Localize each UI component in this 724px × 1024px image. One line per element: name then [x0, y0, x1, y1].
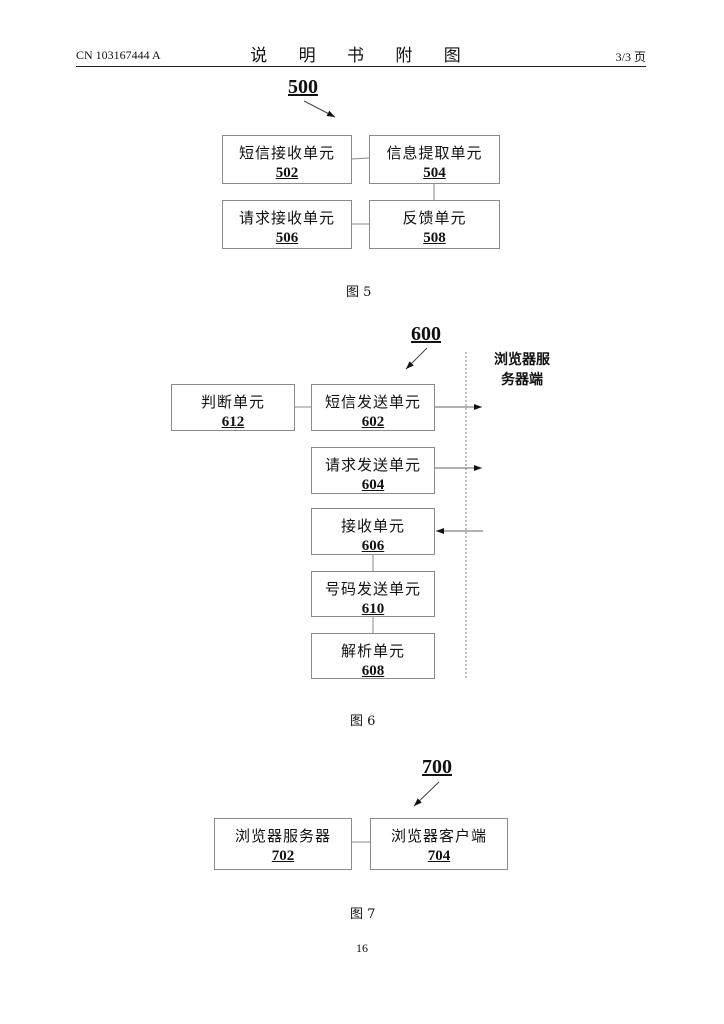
unit-label: 短信发送单元: [324, 393, 421, 411]
unit-number: 506: [275, 230, 299, 246]
unit-number: 502: [275, 165, 299, 181]
server-side-label-line2: 务器端: [501, 372, 543, 388]
server-side-label-line1: 浏览器服: [494, 352, 550, 368]
header-title: 说 明 书 附 图: [250, 46, 474, 66]
fig5-unit-508: 反馈单元 508: [369, 200, 500, 249]
fig6-server-side-label: 浏览器服 务器端: [482, 350, 562, 390]
unit-label: 信息提取单元: [386, 144, 483, 162]
fig6-unit-606: 接收单元 606: [311, 508, 435, 555]
fig7-unit-702: 浏览器服务器 702: [214, 818, 352, 870]
unit-label: 浏览器客户端: [390, 827, 487, 845]
unit-label: 请求接收单元: [238, 209, 335, 227]
fig6-pointer-arrow: [405, 347, 428, 370]
fig6-caption: 图 6: [350, 714, 376, 729]
fig6-unit-604: 请求发送单元 604: [311, 447, 435, 494]
unit-number: 504: [423, 165, 446, 181]
fig6-ref-number: 600: [411, 323, 441, 345]
unit-number: 508: [423, 230, 446, 246]
fig6-unit-602: 短信发送单元 602: [311, 384, 435, 431]
fig5-link-502-504: [351, 157, 370, 160]
unit-number: 702: [271, 848, 295, 864]
fig5-unit-504: 信息提取单元 504: [369, 135, 500, 184]
header-rule: [76, 66, 646, 67]
unit-label: 浏览器服务器: [234, 827, 331, 845]
fig7-pointer-arrow: [413, 781, 440, 807]
unit-number: 604: [361, 477, 385, 493]
fig5-unit-506: 请求接收单元 506: [222, 200, 352, 249]
unit-label: 接收单元: [340, 517, 405, 535]
unit-label: 判断单元: [200, 393, 265, 411]
unit-label: 反馈单元: [402, 209, 467, 227]
fig7-unit-704: 浏览器客户端 704: [370, 818, 508, 870]
fig6-unit-608: 解析单元 608: [311, 633, 435, 679]
unit-label: 短信接收单元: [238, 144, 335, 162]
unit-number: 704: [427, 848, 451, 864]
unit-label: 解析单元: [340, 642, 405, 660]
unit-number: 608: [361, 663, 385, 679]
header-page-info: 3/3 页: [615, 50, 646, 64]
fig5-unit-502: 短信接收单元 502: [222, 135, 352, 184]
unit-number: 606: [361, 538, 385, 554]
fig7-ref-number: 700: [422, 756, 452, 778]
fig5-caption: 图 5: [346, 285, 372, 300]
unit-number: 612: [221, 414, 245, 430]
header-doc-number: CN 103167444 A: [76, 48, 161, 62]
unit-label: 请求发送单元: [324, 456, 421, 474]
unit-label: 号码发送单元: [324, 580, 421, 598]
fig5-pointer-arrow: [303, 100, 336, 118]
fig6-unit-610: 号码发送单元 610: [311, 571, 435, 617]
fig7-caption: 图 7: [350, 907, 376, 922]
fig5-ref-number: 500: [288, 76, 318, 98]
unit-number: 602: [361, 414, 385, 430]
fig6-unit-612: 判断单元 612: [171, 384, 295, 431]
page-number: 16: [356, 941, 368, 955]
unit-number: 610: [361, 601, 385, 617]
